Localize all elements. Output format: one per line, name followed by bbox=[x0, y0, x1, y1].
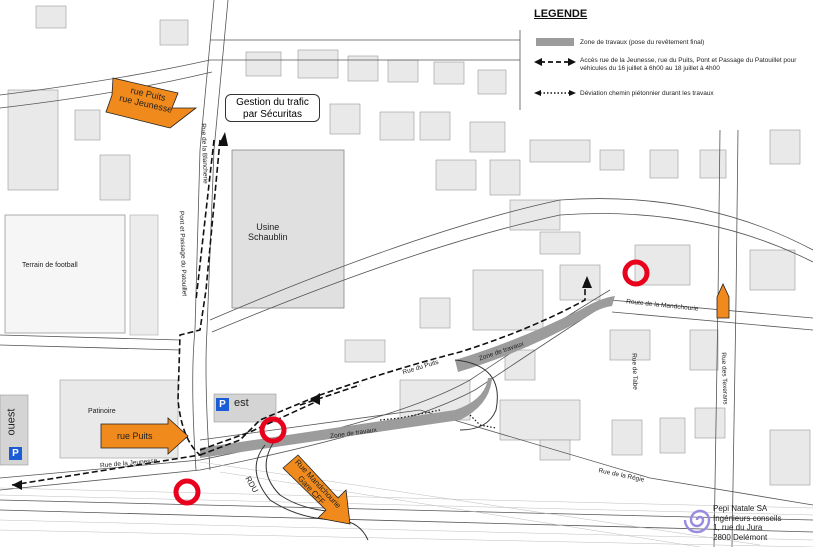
route-arrowheads bbox=[12, 132, 592, 490]
legend-zone-symbol bbox=[536, 38, 574, 46]
street-tabe: Rue de Tabe bbox=[630, 353, 639, 390]
company-name: Pepi Natale SA bbox=[713, 504, 768, 513]
usine-schaublin-building bbox=[231, 149, 345, 309]
parking-ouest-icon: P bbox=[9, 447, 22, 460]
arrow-mandchourie-gare bbox=[282, 454, 351, 525]
arrow-rue-puits-jeunesse bbox=[105, 77, 198, 129]
parking-est-label: est bbox=[234, 397, 249, 409]
legend-item-zone: Zone de travaux (pose du revêtement fina… bbox=[580, 39, 705, 46]
closure-puits bbox=[259, 416, 287, 444]
closure-jeunesse bbox=[173, 478, 201, 506]
pedestrian-diversion bbox=[379, 409, 497, 429]
arrow-texerans bbox=[716, 283, 730, 319]
legend-title: LEGENDE bbox=[534, 8, 588, 20]
rdu-route bbox=[255, 359, 498, 541]
legend-item-access: Accès rue de la Jeunesse, rue du Puits, … bbox=[580, 57, 797, 72]
buildings bbox=[7, 5, 811, 486]
company-info: Pepi Natale SA Ingénieurs conseils 1, ru… bbox=[713, 504, 782, 542]
road-closures bbox=[173, 259, 650, 506]
closure-mandchourie bbox=[622, 259, 650, 287]
company-logo bbox=[683, 509, 711, 534]
railway bbox=[0, 461, 813, 547]
legend-pedestrian-symbol bbox=[534, 90, 576, 96]
parking-est-icon: P bbox=[216, 398, 229, 411]
label-terrain-football: Terrain de football bbox=[22, 262, 78, 269]
callout-line1: Gestion du trafic bbox=[236, 97, 309, 108]
access-route bbox=[11, 139, 586, 486]
arrow-rue-puits bbox=[100, 417, 189, 455]
legend-access-symbol bbox=[534, 58, 576, 66]
arrow-label-middle-left: rue Puits bbox=[117, 431, 153, 441]
work-zones bbox=[200, 296, 615, 458]
callout-line2: par Sécuritas bbox=[243, 109, 302, 120]
traffic-management-callout: Gestion du trafic par Sécuritas bbox=[225, 94, 320, 122]
football-field bbox=[4, 214, 126, 334]
label-patinoire: Patinoire bbox=[88, 408, 116, 415]
orange-direction-arrows bbox=[100, 77, 730, 525]
parking-ouest-label: ouest bbox=[5, 408, 18, 436]
legend-item-pedestrian: Déviation chemin piétonnier durant les t… bbox=[580, 90, 714, 97]
